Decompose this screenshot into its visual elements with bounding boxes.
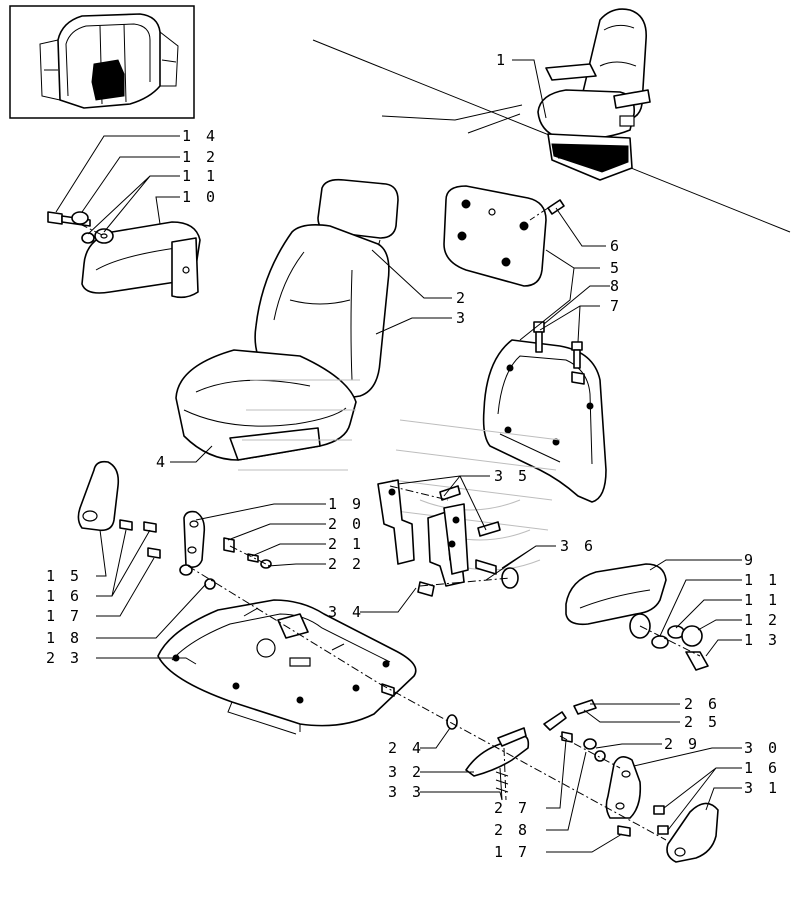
callout-14: 1 4	[182, 127, 218, 145]
callout-13: 1 3	[744, 631, 780, 649]
complete-seat	[537, 8, 651, 181]
callout-11-right-a: 1 1	[744, 571, 780, 589]
callout-9: 9	[744, 551, 756, 569]
callout-21: 2 1	[328, 535, 364, 553]
callout-35: 3 5	[494, 467, 530, 485]
callout-2: 2	[456, 289, 468, 307]
callout-32: 3 2	[388, 763, 424, 781]
callout-16-right: 1 6	[744, 759, 780, 777]
callout-1: 1	[496, 51, 508, 69]
callout-31: 3 1	[744, 779, 780, 797]
callout-11-right-b: 1 1	[744, 591, 780, 609]
callout-17-right: 1 7	[494, 843, 530, 861]
callout-36: 3 6	[560, 537, 596, 555]
callout-28: 2 8	[494, 821, 530, 839]
callout-23: 2 3	[46, 649, 82, 667]
assembly-axes	[79, 207, 701, 841]
left-lever-plate	[77, 460, 272, 590]
cab-locator-inset	[9, 5, 195, 119]
leader-lines	[55, 59, 742, 853]
callout-19: 1 9	[328, 495, 364, 513]
callout-5: 5	[610, 259, 622, 277]
backrest-frame	[482, 321, 607, 503]
seat-cushion	[175, 349, 357, 461]
callout-16: 1 6	[46, 587, 82, 605]
callout-10: 1 0	[182, 188, 218, 206]
left-armrest	[47, 211, 201, 299]
callout-33: 3 3	[388, 783, 424, 801]
callout-15: 1 5	[46, 567, 82, 585]
callout-12-right: 1 2	[744, 611, 780, 629]
callout-20: 2 0	[328, 515, 364, 533]
hinge-brackets	[377, 479, 519, 597]
callout-30: 3 0	[744, 739, 780, 757]
callout-26: 2 6	[684, 695, 720, 713]
seat-pan	[157, 599, 417, 735]
callout-17: 1 7	[46, 607, 82, 625]
callout-3: 3	[456, 309, 468, 327]
right-lever-assembly	[381, 683, 719, 863]
right-armrest	[565, 563, 709, 671]
callout-29: 2 9	[664, 735, 700, 753]
callout-22: 2 2	[328, 555, 364, 573]
callout-labels: 1 1 4 1 2 1 1 1 0 2 3 4 6 5 8 7 3 5 1 9 …	[46, 51, 780, 861]
callout-24: 2 4	[388, 739, 424, 757]
callout-27: 2 7	[494, 799, 530, 817]
callout-6: 6	[610, 237, 622, 255]
callout-8: 8	[610, 277, 622, 295]
callout-11: 1 1	[182, 167, 218, 185]
callout-12: 1 2	[182, 148, 218, 166]
callout-34: 3 4	[328, 603, 364, 621]
callout-25: 2 5	[684, 713, 720, 731]
callout-18: 1 8	[46, 629, 82, 647]
callout-4: 4	[156, 453, 168, 471]
rear-cover-plate	[443, 185, 565, 287]
callout-7: 7	[610, 297, 622, 315]
